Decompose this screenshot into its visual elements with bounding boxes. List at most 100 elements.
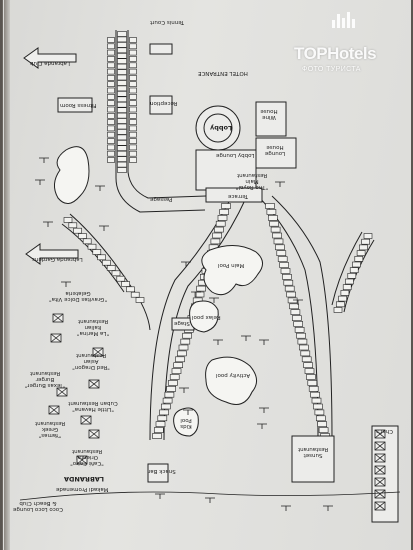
lounge-block [255, 137, 297, 169]
restaurant-marker-cross [50, 333, 62, 343]
labranda-gardens-label: Labranda Gardens [32, 256, 83, 262]
labranda-gardens-arrow [25, 243, 79, 265]
room-cell [180, 338, 191, 345]
room-cell [117, 156, 127, 162]
room-cell [359, 244, 368, 251]
kids-pool [173, 407, 199, 437]
room-cell [169, 374, 180, 380]
room-cell [303, 362, 313, 369]
room-cell [279, 262, 289, 268]
restaurant-marker-cross [374, 429, 386, 439]
room-cell [282, 273, 292, 280]
room-cell [129, 37, 137, 43]
umbrella-icon [183, 409, 193, 415]
room-cell [117, 145, 127, 151]
room-cell [117, 91, 127, 97]
room-cell [107, 125, 115, 132]
snack-bar-block [147, 463, 169, 483]
room-cell [161, 403, 171, 410]
room-cell [117, 58, 127, 65]
room-cell [280, 268, 291, 274]
room-cell [129, 157, 137, 163]
room-cell [117, 123, 127, 130]
room-cell [107, 106, 115, 113]
texas-burger-label: "Texas Burger" Burger Restaurant [24, 370, 66, 388]
room-cell [171, 368, 182, 374]
room-cell [117, 118, 127, 124]
umbrella-icon [181, 261, 191, 267]
room-cell [106, 265, 116, 271]
room-cell [273, 238, 284, 245]
room-cell [107, 131, 115, 138]
passage-label: Passage [150, 196, 173, 202]
room-cell [267, 215, 278, 221]
umbrella-icon [275, 181, 285, 187]
room-cell [270, 226, 281, 233]
room-cell [283, 279, 294, 286]
room-cell [289, 303, 299, 310]
corridor-top-right [127, 30, 207, 199]
lounge-house-label: Lounge House [264, 144, 286, 156]
room-cell [129, 125, 137, 132]
room-cell [126, 286, 135, 293]
room-cell [117, 167, 127, 173]
room-cell [129, 100, 137, 106]
fresh-water-pool-top [54, 146, 90, 204]
room-cell [313, 403, 323, 410]
beach-line [19, 491, 401, 501]
room-cell [117, 85, 127, 92]
tennis-court-block [149, 43, 173, 55]
room-cell [73, 227, 82, 234]
tennis-court-label: Tennis Court [150, 19, 185, 25]
kids-pool-label: Kids Pool [180, 417, 192, 429]
room-cell [111, 270, 121, 277]
room-cell [311, 397, 322, 404]
room-cell [265, 203, 275, 209]
room-cell [210, 238, 221, 245]
umbrella-icon [205, 497, 215, 503]
legend-title: Chef's [376, 428, 394, 434]
room-cell [291, 315, 302, 321]
room-cell [68, 222, 78, 229]
room-cell [107, 113, 115, 119]
relax-pool [189, 300, 219, 333]
room-cell [117, 42, 127, 48]
room-cell [129, 144, 137, 151]
tophotels-watermark: TOPHotels ФОТО ТУРИСТА [288, 12, 400, 88]
fitness-room-block [57, 97, 93, 113]
room-cell [349, 267, 359, 274]
room-cell [310, 391, 320, 398]
room-cell [107, 138, 115, 144]
red-dragon-label: "Red Dragon" Asian Restaurant [72, 352, 110, 370]
room-cell [129, 62, 137, 69]
room-cell [275, 244, 285, 251]
sunset-restaurant-block [291, 435, 335, 483]
restaurant-marker-cross [52, 313, 64, 323]
room-cell [361, 238, 371, 245]
room-cell [354, 255, 364, 262]
umbrella-icon [323, 505, 333, 511]
room-cell [107, 100, 115, 106]
corridor-right-wing-b [271, 195, 333, 441]
room-cell [117, 80, 127, 86]
umbrella-icon [95, 185, 105, 191]
room-cell [340, 290, 350, 296]
room-cell [277, 256, 288, 262]
room-cell [152, 433, 162, 439]
room-cell [117, 31, 127, 37]
corridor-top-left [115, 30, 206, 213]
umbrella-icon [155, 493, 165, 499]
hotel-entrance-label: HOTEL ENTRANCE [198, 70, 248, 76]
relax-pool-label: Relax pool [192, 314, 221, 320]
restaurant-markers [48, 313, 386, 511]
room-cell [182, 332, 192, 339]
restaurant-marker-cross [374, 477, 386, 487]
yamas-label: "Yamas" Greek Restaurant [34, 420, 66, 438]
room-cell [107, 150, 115, 157]
little-havana-label: "Little Havana" Cuban Restaurant [68, 400, 118, 412]
room-cell [333, 307, 343, 313]
room-cell [214, 226, 224, 233]
room-cell [162, 397, 173, 404]
paper-fold-edge [4, 0, 10, 550]
room-cell [116, 275, 126, 282]
